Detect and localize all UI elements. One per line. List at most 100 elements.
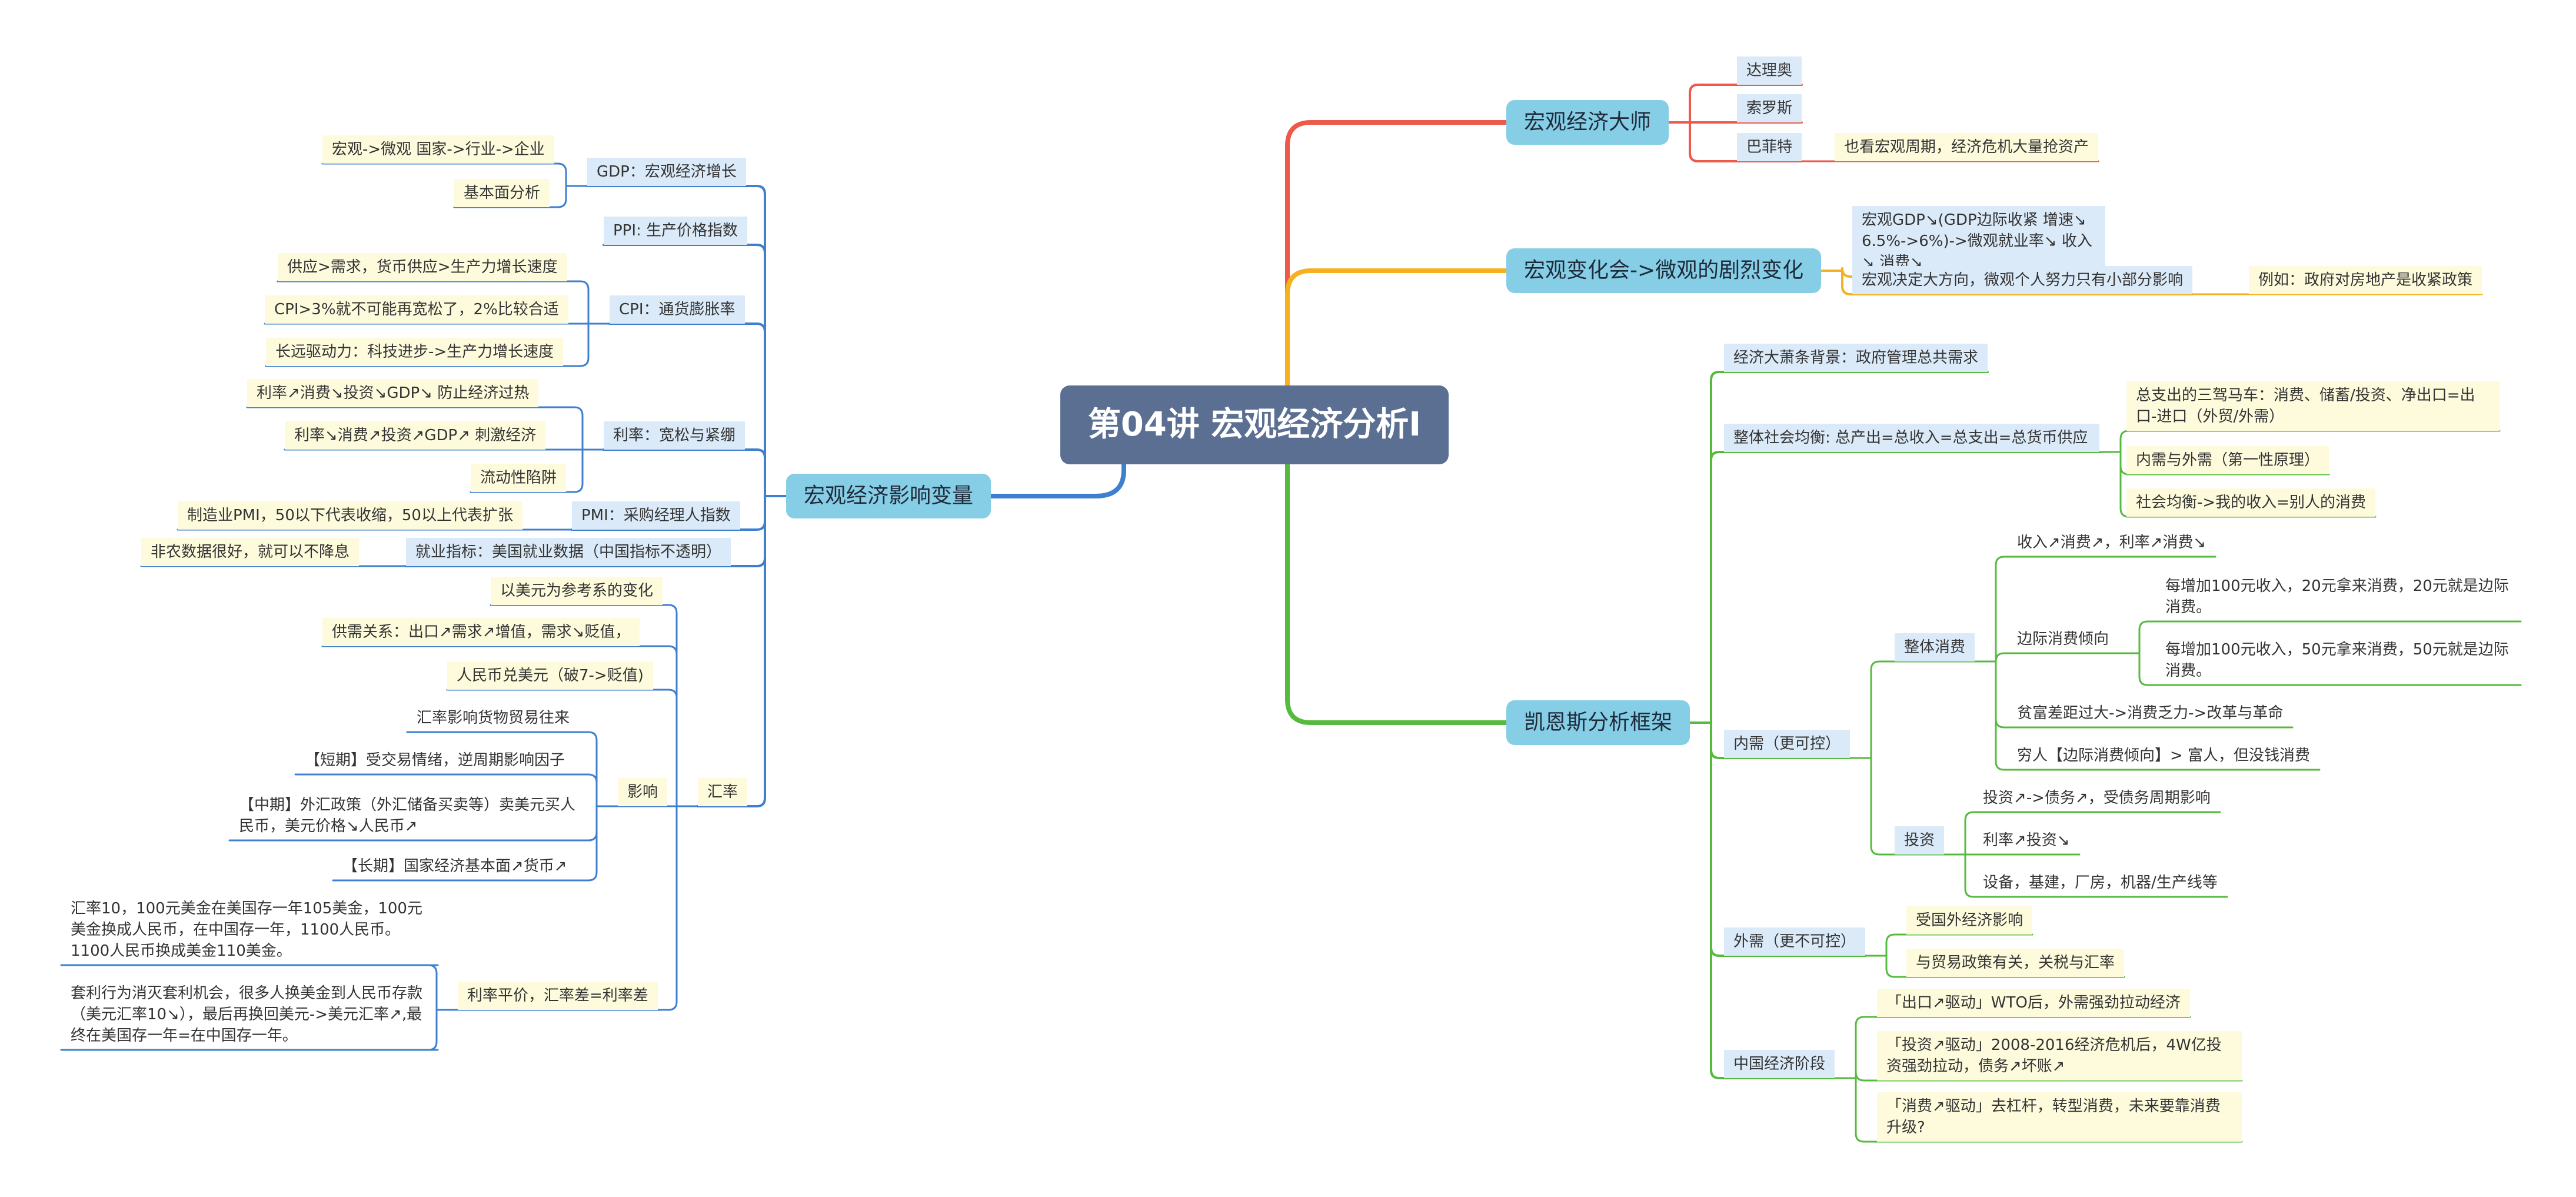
topic-cpi-tech[interactable]: 长远驱动力：科技进步->生产力增长速度 [266,338,564,366]
topic-fx-rmb[interactable]: 人民币兑美元（破7->贬值) [447,661,653,690]
topic-overall-consumption[interactable]: 整体消费 [1895,633,1975,661]
topic-cpi-tech-link [265,322,590,367]
topic-keynes-root-link [1285,462,1509,725]
topic-mpc-50[interactable]: 每增加100元收入，50元拿来消费，50元就是边际消费。 [2165,641,2509,680]
topic-keynes[interactable]: 凯恩斯分析框架 [1506,700,1690,745]
topic-investment[interactable]: 投资 [1895,826,1945,854]
topic-trade-policy-link [1885,955,2125,978]
topic-macro-direction-link [1841,270,2194,295]
topic-cpi-supply-link [277,280,590,325]
topic-pmi-manufacturing[interactable]: 制造业PMI，50以下代表收缩，50以上代表扩张 [178,501,522,530]
topic-gdp-macro-micro-link [321,162,567,187]
topic-poor-mpc-link [1995,660,2321,771]
topic-exchange-rate[interactable]: 汇率 [698,778,748,806]
topic-gdp-fundamental[interactable]: 基本面分析 [454,179,550,207]
topic-buffett[interactable]: 巴菲特 [1737,133,1802,161]
topic-wealth-gap[interactable]: 贫富差距过大->消费乏力->改革与革命 [2017,704,2284,722]
topic-china-stages[interactable]: 中国经济阶段 [1724,1050,1835,1078]
topic-employment[interactable]: 就业指标：美国就业数据（中国指标不透明） [406,538,731,566]
topic-gdp-slowdown-link [1841,267,2106,278]
topic-investment-driven[interactable]: 「投资↗驱动」2008-2016经济危机后，4W亿投资强劲拉动，债务↗坏账↗ [1877,1031,2242,1080]
topic-rate-up-link [246,406,584,451]
topic-dalio-link [1689,84,1803,124]
topic-fx-trade[interactable]: 汇率影响货物贸易往来 [417,709,570,727]
topic-rate-investment[interactable]: 利率↗投资↘ [1983,832,2070,849]
topic-income-rate-link [1995,556,2216,663]
topic-rate-up[interactable]: 利率↗消费↘投资↘GDP↘ 防止经济过热 [247,379,539,407]
topic-real-estate-policy[interactable]: 例如：政府对房地产是收紧政策 [2249,266,2482,294]
topic-poor-mpc[interactable]: 穷人【边际消费倾向】> 富人，但没钱消费 [2017,747,2311,764]
topic-investment-debt[interactable]: 投资↗->债务↗，受债务周期影响 [1983,789,2211,807]
topic-cpi[interactable]: CPI：通货膨胀率 [610,295,745,324]
topic-pmi[interactable]: PMI：采购经理人指数 [572,501,740,530]
topic-macro-variables[interactable]: 宏观经济影响变量 [786,474,991,518]
topic-macro-masters-root-link [1285,120,1509,388]
topic-soros[interactable]: 索罗斯 [1737,94,1802,122]
topic-buffett-note[interactable]: 也看宏观周期，经济危机大量抢资产 [1835,133,2099,161]
topic-fx-long-term[interactable]: 【长期】国家经济基本面↗货币↗ [342,857,567,875]
topic-ppi[interactable]: PPI: 生产价格指数 [604,217,748,245]
topic-liquidity-trap-link [470,448,584,493]
topic-china-stages-link [1710,721,1836,1079]
topic-social-balance[interactable]: 整体社会均衡: 总产出=总收入=总支出=总货币供应 [1724,424,2099,452]
topic-fx-supply-demand[interactable]: 供需关系：出口↗需求↗增值，需求↘贬值， [322,618,640,646]
topic-interest-parity-link [457,805,678,1011]
topic-fx-usd-reference[interactable]: 以美元为参考系的变化 [491,577,663,605]
topic-interest-rate[interactable]: 利率：宽松与紧绷 [604,421,745,450]
topic-consumption-driven-link [1855,1077,2243,1143]
topic-liquidity-trap[interactable]: 流动性陷阱 [471,464,567,492]
topic-gdp-macro-micro[interactable]: 宏观->微观 国家->行业->企业 [322,135,554,164]
topic-fx-trade-link [406,731,598,807]
topic-trade-policy[interactable]: 与贸易政策有关，关税与汇率 [1906,949,2125,977]
topic-external-demand[interactable]: 外需（更不可控） [1724,927,1866,956]
topic-parity-example[interactable]: 汇率10，100元美金在美国存一年105美金，100元美金换成人民币，在中国存一… [71,900,422,960]
topic-fx-short-term[interactable]: 【短期】受交易情绪，逆周期影响因子 [305,752,565,769]
topic-income-consumption-link [2119,451,2377,518]
topic-investment-link [1870,757,1945,856]
topic-income-consumption[interactable]: 社会均衡->我的收入=别人的消费 [2126,488,2375,517]
topic-dalio[interactable]: 达理奥 [1737,56,1802,85]
topic-macro-change-root-link [1285,268,1509,388]
topic-mpc[interactable]: 边际消费倾向 [2017,630,2109,648]
topic-domestic-demand[interactable]: 内需（更可控） [1724,730,1851,758]
topic-mpc-20[interactable]: 每增加100元收入，20元拿来消费，20元就是边际消费。 [2165,577,2509,616]
topic-cpi-threshold[interactable]: CPI>3%就不可能再宽松了，2%比较合适 [265,295,568,324]
topic-depression-background[interactable]: 经济大萧条背景：政府管理总共需求 [1724,344,1988,372]
topic-parity-example-link [60,964,439,1011]
topic-equipment[interactable]: 设备，基建，厂房，机器/生产线等 [1983,874,2218,892]
topic-gdp-slowdown[interactable]: 宏观GDP↘(GDP边际收紧 增速↘ 6.5%->6%)->微观就业率↘ 收入↘… [1852,206,2105,277]
topic-income-rate[interactable]: 收入↗消费↗，利率↗消费↘ [2017,534,2206,551]
topic-overall-consumption-link [1870,660,1976,759]
topic-consumption-driven[interactable]: 「消费↗驱动」去杠杆，转型消费，未来要靠消费升级? [1877,1092,2242,1142]
topic-social-balance-link [1710,451,2101,724]
topic-fx-influence[interactable]: 影响 [618,778,668,806]
topic-mpc-20-link [2138,620,2522,654]
topic-nonfarm[interactable]: 非农数据很好，就可以不降息 [141,538,360,566]
topic-fx-mid-term[interactable]: 【中期】外汇政策（外汇储备买卖等）卖美元买人民币，美元价格↘人民币↗ [239,796,576,835]
topic-macro-direction[interactable]: 宏观决定大方向，微观个人努力只有小部分影响 [1852,266,2193,294]
topic-mpc-50-link [2138,652,2522,686]
topic-foreign-economy[interactable]: 受国外经济影响 [1906,906,2033,935]
topic-parity-arbitrage[interactable]: 套利行为消灭套利机会，很多人换美金到人民币存款（美元汇率10↘），最后再换回美元… [71,985,423,1045]
topic-investment-driven-link [1855,1071,2243,1082]
topic-export-driven[interactable]: 「出口↗驱动」WTO后，外需强劲拉动经济 [1877,989,2190,1017]
topic-parity-arbitrage-link [60,1009,439,1051]
root-topic[interactable]: 第04讲 宏观经济分析I [1060,385,1449,464]
topic-gdp-fundamental-link [453,185,567,208]
topic-mpc-link [1995,652,2119,663]
topic-troika[interactable]: 总支出的三驾马车：消费、储蓄/投资、净出口=出口-进口（外贸/外需） [2126,381,2500,431]
topic-interest-rate-link [603,448,766,497]
topic-fx-supply-demand-link [321,645,678,807]
topic-ppi-link [603,244,766,497]
topic-interest-parity[interactable]: 利率平价，汇率差=利率差 [458,982,658,1010]
topic-equipment-link [1964,853,2228,898]
topic-export-driven-link [1855,1016,2191,1079]
topic-macro-change[interactable]: 宏观变化会->微观的剧烈变化 [1506,248,1822,293]
topic-gdp[interactable]: GDP：宏观经济增长 [587,158,746,186]
topic-macro-masters[interactable]: 宏观经济大师 [1506,100,1669,145]
topic-cpi-supply[interactable]: 供应>需求，货币供应>生产力增长速度 [278,253,567,281]
topic-exchange-rate-link [697,495,766,807]
topic-rate-down[interactable]: 利率↘消费↗投资↗GDP↗ 刺激经济 [285,421,546,450]
topic-domestic-external[interactable]: 内需与外需（第一性原理） [2126,446,2329,474]
topic-fx-rmb-link [446,689,678,807]
